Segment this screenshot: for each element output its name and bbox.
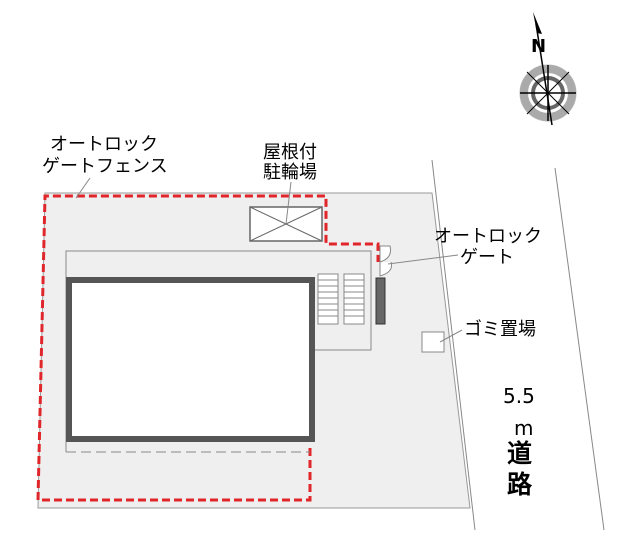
road-label-char1: 道 <box>507 439 532 468</box>
garbage-area <box>421 331 445 353</box>
road-edge-right <box>554 167 605 531</box>
leader-bike <box>285 181 292 225</box>
road-label-char2: 路 <box>507 470 533 499</box>
leader-garbage <box>439 329 463 343</box>
bike-parking-label-line2: 駐輪場 <box>263 162 317 183</box>
stairs <box>317 273 365 325</box>
compass-north-label: N <box>531 36 546 57</box>
garbage-label: ゴミ置場 <box>464 319 536 340</box>
north-arrow-icon <box>533 12 542 34</box>
compass: N <box>519 12 577 126</box>
bike-parking-label-line1: 屋根付 <box>263 142 317 163</box>
gate-label-line1: オートロック <box>434 226 542 247</box>
leader-fence <box>75 177 91 199</box>
gate-post <box>375 277 386 325</box>
gate-label-line2: ゲート <box>460 247 514 268</box>
leader-gate <box>387 254 459 265</box>
autolock-fence <box>36 194 380 502</box>
road-width-label: 5.5 <box>503 384 535 408</box>
road-edge-left <box>431 159 476 531</box>
fence-label-line2: ゲートフェンス <box>42 156 168 177</box>
road-unit-label: m <box>514 416 533 440</box>
fence-label-line1: オートロック <box>50 134 158 155</box>
building <box>66 277 315 442</box>
compass-rose-icon <box>519 64 577 122</box>
